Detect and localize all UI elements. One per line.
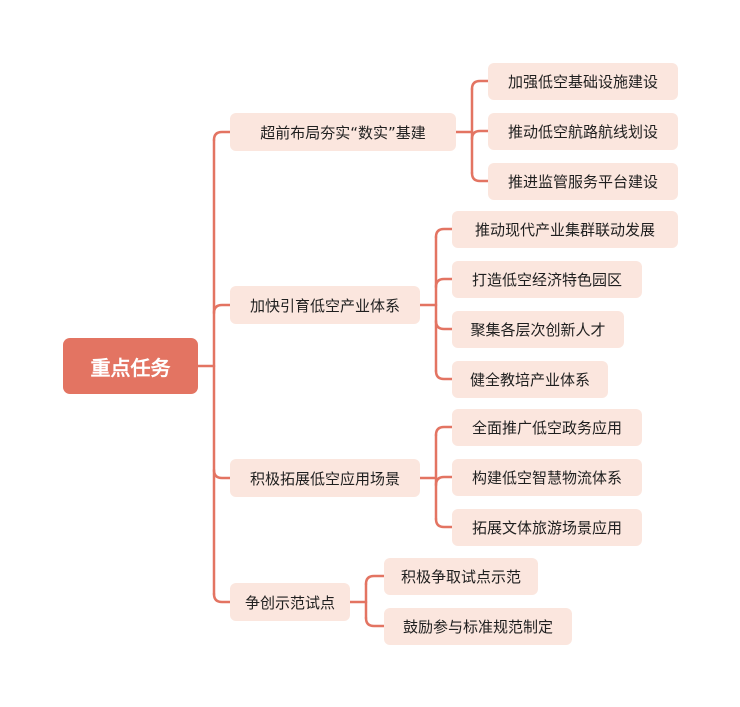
branch1-connector-elbow-2 (470, 129, 490, 141)
leaf-node-2-4: 健全教培产业体系 (452, 361, 608, 398)
branch-node-4: 争创示范试点 (230, 583, 350, 621)
branch4-connector-elbow-1 (364, 574, 386, 586)
root-connector-elbow-1 (212, 130, 232, 142)
branch3-connector-elbow-2 (434, 475, 454, 487)
root-connector-elbow-3 (212, 468, 232, 480)
branch2-connector-elbow-1 (434, 227, 454, 239)
leaf-node-1-1: 加强低空基础设施建设 (488, 63, 678, 100)
branch-node-1: 超前布局夯实“数实”基建 (230, 113, 456, 151)
root-connector-elbow-4 (212, 592, 232, 604)
leaf-node-2-1: 推动现代产业集群联动发展 (452, 211, 678, 248)
branch2-connector-elbow-3 (434, 319, 454, 331)
branch1-connector-elbow-1 (470, 79, 490, 91)
root-node: 重点任务 (63, 338, 198, 394)
leaf-node-4-1: 积极争取试点示范 (384, 558, 538, 595)
branch-node-2: 加快引育低空产业体系 (230, 286, 420, 324)
leaf-node-4-2: 鼓励参与标准规范制定 (384, 608, 572, 645)
leaf-node-1-3: 推进监管服务平台建设 (488, 163, 678, 200)
leaf-node-3-1: 全面推广低空政务应用 (452, 409, 642, 446)
leaf-node-3-2: 构建低空智慧物流体系 (452, 459, 642, 496)
leaf-node-1-2: 推动低空航路航线划设 (488, 113, 678, 150)
leaf-node-3-3: 拓展文体旅游场景应用 (452, 509, 642, 546)
branch4-connector-elbow-2 (364, 616, 386, 628)
root-connector-elbow-2 (212, 303, 232, 315)
branch-node-3: 积极拓展低空应用场景 (230, 459, 420, 497)
branch3-connector-elbow-1 (434, 425, 454, 437)
branch1-connector-elbow-3 (470, 171, 490, 183)
branch2-connector-elbow-2 (434, 277, 454, 289)
branch2-connector-elbow-4 (434, 369, 454, 381)
leaf-node-2-2: 打造低空经济特色园区 (452, 261, 642, 298)
leaf-node-2-3: 聚集各层次创新人才 (452, 311, 624, 348)
branch3-connector-elbow-3 (434, 517, 454, 529)
